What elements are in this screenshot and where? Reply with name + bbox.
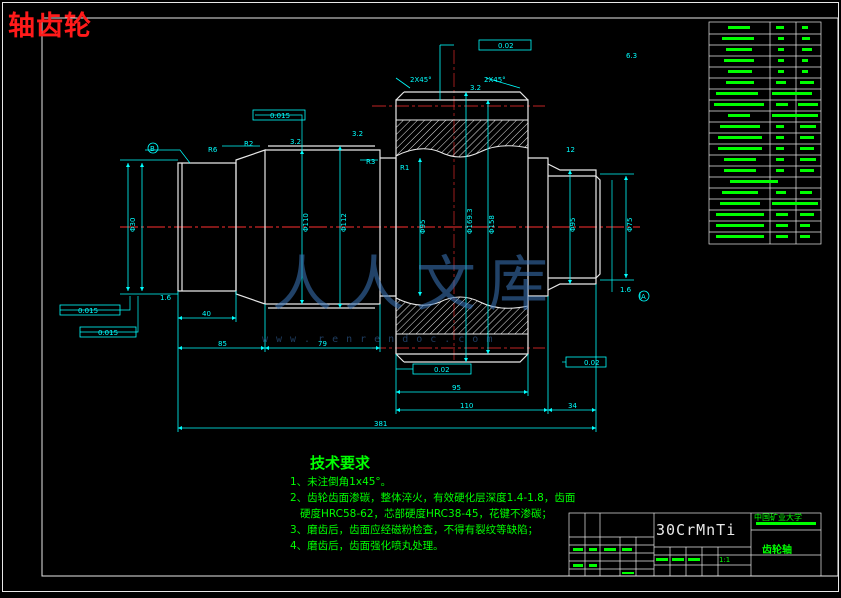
rough-c: 3.2	[470, 84, 481, 92]
datum-b-label: B	[150, 145, 155, 153]
watermark-logo: 人人文库	[272, 250, 560, 320]
chamfer-a: 2X45°	[410, 76, 432, 84]
rough-d: 6.3	[626, 52, 637, 60]
datum-b-marker	[147, 142, 159, 154]
radius-r6: R6	[208, 146, 218, 154]
gear-parameter-table	[708, 21, 822, 245]
diameter-dimensions	[120, 92, 634, 362]
tol-runout-3: 0.015	[98, 329, 118, 337]
shaft-outline	[177, 91, 601, 363]
len-79: 79	[318, 340, 327, 348]
tech-item: 2、齿轮齿面渗碳，整体淬火，有效硬化层深度1.4-1.8，齿面	[290, 492, 576, 504]
inner-frame	[41, 17, 839, 577]
gear-section-top	[395, 119, 529, 158]
tolerance-frames	[59, 39, 607, 375]
dim-d3: Φ158	[488, 215, 496, 234]
ref-1-6: 1.6	[160, 294, 172, 302]
chamfer-b: 2X45°	[484, 76, 506, 84]
watermark-url: www.renrendoc.com	[262, 334, 501, 345]
tol-right: 0.02	[584, 359, 600, 367]
len-40: 40	[202, 310, 211, 318]
dim-right-d: Φ95	[569, 218, 577, 232]
tol-top: 0.02	[498, 42, 514, 50]
dim-d2: Φ112	[340, 213, 348, 232]
gear-table-cells	[714, 26, 818, 238]
title-block-cells	[573, 522, 816, 574]
dim-d4: Φ95	[419, 220, 427, 234]
datum-a-marker	[638, 290, 650, 302]
length-dimensions	[177, 44, 597, 432]
len-110: 110	[460, 402, 473, 410]
len-95: 95	[452, 384, 461, 392]
dim-right: Φ75	[626, 218, 634, 232]
tech-item: 1、未注倒角1x45°。	[290, 476, 392, 488]
tol-runout-1: 0.015	[270, 112, 290, 120]
dim-gear: Φ169.3	[466, 208, 474, 234]
tech-item: 硬度HRC58-62，芯部硬度HRC38-45，花键不渗碳；	[300, 508, 553, 520]
drawing-name: 齿轮轴	[762, 545, 792, 556]
radius-r1: R1	[400, 164, 409, 172]
len-total: 381	[374, 420, 387, 428]
radius-r2: R2	[244, 140, 253, 148]
dim-left-bore: Φ30	[129, 218, 137, 232]
tech-item: 4、磨齿后，齿面强化喷丸处理。	[290, 540, 444, 552]
title-block	[568, 512, 822, 577]
tech-requirements-heading: 技术要求	[310, 454, 371, 472]
scale-label: 1:1	[719, 556, 731, 564]
tol-mid: 0.02	[434, 366, 450, 374]
len-85: 85	[218, 340, 227, 348]
radius-r3: R3	[366, 158, 375, 166]
dimension-labels: Φ30 Φ110 Φ112 Φ95 Φ169.3 Φ158 Φ95 Φ75 40…	[78, 42, 646, 428]
school-name: 中国矿业大学	[754, 513, 802, 522]
tech-item: 3、磨齿后，齿面应经磁粉检查，不得有裂纹等缺陷；	[290, 524, 539, 536]
page-title: 轴齿轮	[8, 11, 92, 42]
dim-d1: Φ110	[302, 213, 310, 232]
rough-a: 3.2	[290, 138, 301, 146]
leader-lines	[60, 114, 641, 370]
tech-requirements-list: 1、未注倒角1x45°。 2、齿轮齿面渗碳，整体淬火，有效硬化层深度1.4-1.…	[290, 474, 575, 554]
datum-a-label: A	[641, 293, 646, 301]
ref-1-6b: 1.6	[620, 286, 632, 294]
len-34: 34	[568, 402, 577, 410]
tol-runout-2: 0.015	[78, 307, 98, 315]
ref-12: 12	[566, 146, 575, 154]
gear-section-bottom	[395, 296, 529, 335]
rough-b: 3.2	[352, 130, 363, 138]
material-label: 30CrMnTi	[656, 521, 737, 539]
